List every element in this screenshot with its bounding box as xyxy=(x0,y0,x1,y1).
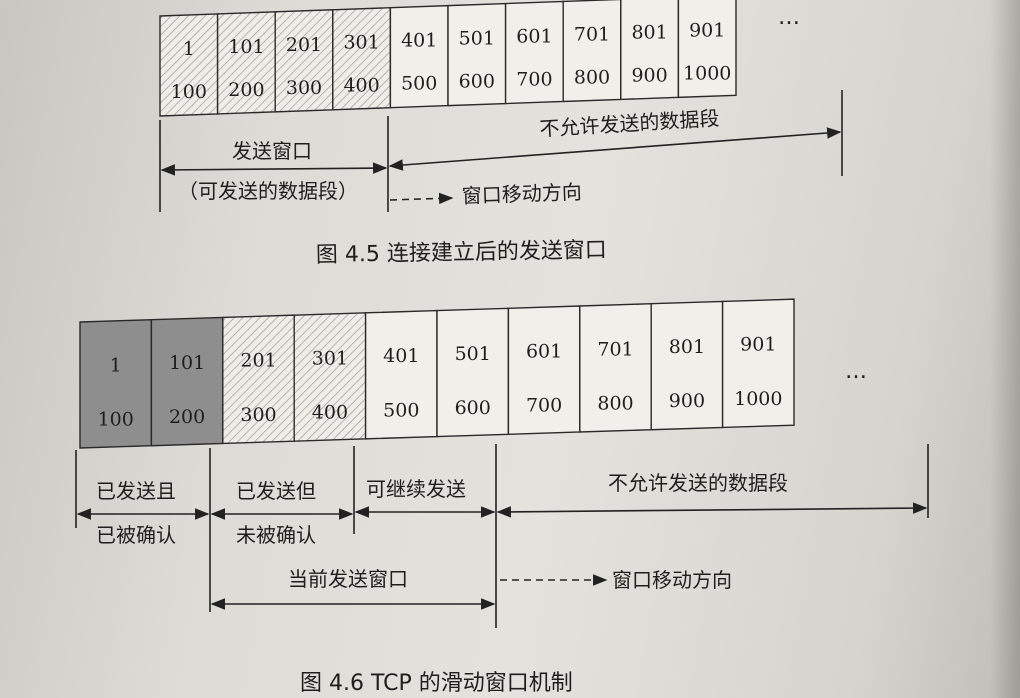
fig45-cell-1-start: 101 xyxy=(228,36,264,58)
fig46-cell-2-start: 201 xyxy=(240,350,276,372)
fig45-cell-0-end: 100 xyxy=(171,81,207,103)
fig45-cell-2-end: 300 xyxy=(286,77,322,99)
fig45-send-window-label: 发送窗口 xyxy=(232,139,312,163)
fig45-send-window-sub: （可发送的数据段） xyxy=(178,179,358,203)
figure-4-6: 1 100 101 200 201 300 301 400 401 500 501 600 601 700… xyxy=(75,298,929,696)
fig45-cell-2-start: 201 xyxy=(286,34,322,56)
fig45-cell-3-end: 400 xyxy=(343,75,379,97)
fig45-cell-3-start: 301 xyxy=(343,32,379,54)
fig46-not-allowed-label: 不允许发送的数据段 xyxy=(608,471,788,495)
fig45-cell-5-start: 501 xyxy=(459,28,495,50)
fig46-cell-6-end: 700 xyxy=(526,395,562,417)
fig46-cell-1-start: 101 xyxy=(169,352,205,374)
fig45-cell-7-start: 701 xyxy=(574,23,610,45)
fig46-current-window-label: 当前发送窗口 xyxy=(288,567,408,591)
fig46-cell-3-start: 301 xyxy=(312,347,348,369)
fig45-send-window-arrow xyxy=(160,162,388,176)
fig46-acked-label-1: 已发送且 xyxy=(96,479,176,503)
fig45-cell-5-end: 600 xyxy=(459,71,495,93)
fig45-move-dir-arrow xyxy=(389,192,454,205)
fig46-cell-2-end: 300 xyxy=(240,404,276,426)
fig46-caption: 图 4.6 TCP 的滑动窗口机制 xyxy=(300,671,573,696)
fig46-ellipsis: … xyxy=(845,359,867,384)
fig45-cell-9-start: 901 xyxy=(689,19,725,41)
fig45-cell-6-start: 601 xyxy=(516,26,552,48)
fig46-not-allowed-arrow xyxy=(496,502,928,518)
fig45-cell-1-end: 200 xyxy=(228,79,264,101)
fig46-cell-4-end: 500 xyxy=(383,399,419,421)
fig45-cell-4-start: 401 xyxy=(401,30,437,52)
fig45-cell-8-start: 801 xyxy=(631,21,667,43)
fig45-cell-9-end: 1000 xyxy=(683,62,731,84)
fig45-not-allowed-arrow xyxy=(388,127,842,171)
fig46-cell-8-start: 801 xyxy=(669,336,705,358)
fig46-cell-3-end: 400 xyxy=(312,402,348,424)
fig45-cell-0-start: 1 xyxy=(183,38,195,60)
fig46-cell-7-end: 800 xyxy=(597,392,633,414)
fig45-cell-8-end: 900 xyxy=(631,64,667,86)
fig46-cell-9-end: 1000 xyxy=(734,388,782,410)
fig45-cell-row: 1 100 101 200 201 300 301 400 401 500 501 600 601 700… xyxy=(159,0,737,117)
fig45-cell-7-end: 800 xyxy=(574,66,610,88)
fig45-move-dir-label: 窗口移动方向 xyxy=(461,180,582,208)
fig45-cell-9 xyxy=(677,0,737,99)
fig46-can-send-label: 可继续发送 xyxy=(366,477,466,501)
fig46-unacked-label-1: 已发送但 xyxy=(236,479,316,503)
fig46-cell-6-start: 601 xyxy=(526,341,562,363)
fig45-cell-4-end: 500 xyxy=(401,73,437,95)
fig45-caption: 图 4.5 连接建立后的发送窗口 xyxy=(316,238,607,268)
fig46-cell-0-end: 100 xyxy=(98,408,134,430)
fig46-cell-9-start: 901 xyxy=(740,334,776,356)
page-edge-shadow xyxy=(990,0,1020,698)
fig46-acked-label-2: 已被确认 xyxy=(96,523,176,547)
fig46-unacked-label-2: 未被确认 xyxy=(236,523,316,547)
figure-4-5: 1 100 101 200 201 300 301 400 401 500 501 600 601 700… xyxy=(159,0,843,268)
fig46-cell-5-end: 600 xyxy=(455,397,491,419)
fig46-cell-9 xyxy=(721,298,795,429)
fig46-cell-5-start: 501 xyxy=(455,343,491,365)
fig45-cell-6-end: 700 xyxy=(516,69,552,91)
fig46-cell-4-start: 401 xyxy=(383,345,419,367)
fig46-cell-8-end: 900 xyxy=(669,390,705,412)
fig46-cell-7-start: 701 xyxy=(597,338,633,360)
fig45-not-allowed-label: 不允许发送的数据段 xyxy=(539,106,720,141)
fig46-cell-1-end: 200 xyxy=(169,406,205,428)
fig45-ellipsis: … xyxy=(778,5,800,30)
fig46-cell-row: 1 100 101 200 201 300 301 400 401 500 501 600 601 700… xyxy=(79,298,795,449)
fig46-move-dir-label: 窗口移动方向 xyxy=(612,568,732,592)
fig46-cell-0-start: 1 xyxy=(110,354,122,376)
